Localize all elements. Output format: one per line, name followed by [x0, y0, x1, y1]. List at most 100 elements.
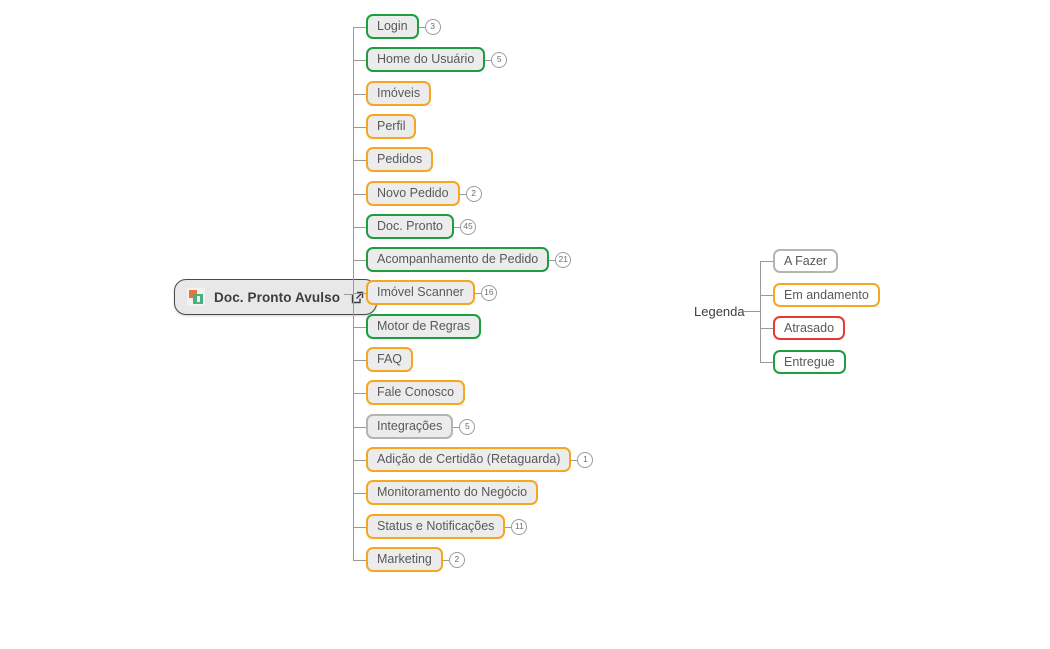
branch-node[interactable]: Status e Notificações [366, 514, 506, 539]
child-count-value: 16 [484, 287, 494, 298]
branch-node-label: Acompanhamento de Pedido [377, 252, 539, 267]
child-count-value: 2 [454, 554, 460, 565]
root-node-doc-pronto-avulso[interactable]: Doc. Pronto Avulso [174, 279, 378, 315]
root-node-label: Doc. Pronto Avulso [214, 289, 341, 305]
branch-connector [353, 459, 366, 461]
child-count-badge[interactable]: 2 [448, 551, 465, 568]
child-count-value: 45 [463, 221, 473, 232]
branch-connector [353, 226, 366, 228]
branch-node[interactable]: Acompanhamento de Pedido [366, 247, 550, 272]
branch-node-label: Integrações [377, 419, 443, 434]
branch-node[interactable]: Integrações [366, 414, 454, 439]
child-count-badge[interactable]: 11 [511, 518, 528, 535]
badge-connector [453, 426, 460, 428]
badge-connector [442, 559, 449, 561]
legend-connector [760, 328, 773, 329]
root-connector [344, 294, 353, 295]
legend-root-connector [744, 311, 760, 312]
branch-connector [353, 559, 366, 561]
branch-node-label: Fale Conosco [377, 385, 455, 400]
legend-trunk-line [760, 261, 761, 362]
legend-connector [760, 295, 773, 296]
child-count-badge[interactable]: 3 [424, 18, 441, 35]
badge-connector [571, 459, 578, 461]
branch-node-label: Perfil [377, 119, 406, 134]
branch-connector [353, 492, 366, 494]
branch-connector [353, 326, 366, 328]
branch-connector [353, 26, 366, 28]
branch-node-label: Motor de Regras [377, 319, 471, 334]
child-count-value: 3 [430, 21, 435, 32]
legend-item[interactable]: Entregue [773, 350, 846, 374]
branch-node[interactable]: Motor de Regras [366, 314, 482, 339]
branch-node[interactable]: Pedidos [366, 147, 434, 172]
child-count-badge[interactable]: 1 [577, 451, 594, 468]
child-count-badge[interactable]: 5 [491, 51, 508, 68]
branch-node-label: Status e Notificações [377, 519, 495, 534]
branch-connector [353, 392, 366, 394]
legend-item-label: A Fazer [784, 253, 828, 268]
branch-node[interactable]: Doc. Pronto [366, 214, 455, 239]
branch-node-label: Imóvel Scanner [377, 285, 464, 300]
branch-connector [353, 193, 366, 195]
badge-connector [474, 292, 481, 294]
badge-connector [418, 26, 425, 28]
child-count-value: 1 [583, 454, 588, 465]
branch-node-label: Adição de Certidão (Retaguarda) [377, 452, 561, 467]
branch-connector [353, 93, 366, 95]
branch-node-label: Home do Usuário [377, 52, 475, 67]
legend-item[interactable]: A Fazer [773, 249, 839, 273]
legend-connector [760, 362, 773, 363]
branch-node[interactable]: Login [366, 14, 419, 39]
legend-connector [760, 261, 773, 262]
branch-node[interactable]: Adição de Certidão (Retaguarda) [366, 447, 572, 472]
branch-connector [353, 426, 366, 428]
branch-node-label: Marketing [377, 552, 432, 567]
branch-node-label: FAQ [377, 352, 403, 367]
branch-connector [353, 359, 366, 361]
legend-item-label: Em andamento [784, 287, 869, 302]
branch-connector [353, 292, 366, 294]
branch-node-label: Pedidos [377, 152, 423, 167]
branch-node-label: Novo Pedido [377, 186, 449, 201]
child-count-value: 21 [558, 254, 568, 265]
legend-item-label: Entregue [784, 354, 835, 369]
legend-item[interactable]: Em andamento [773, 283, 880, 307]
branch-node[interactable]: Home do Usuário [366, 47, 486, 72]
child-count-value: 5 [464, 421, 470, 432]
branch-node[interactable]: Fale Conosco [366, 380, 466, 405]
badge-connector [454, 226, 461, 228]
child-count-value: 5 [496, 54, 502, 65]
branch-node[interactable]: Novo Pedido [366, 181, 460, 206]
legend-title: Legenda [694, 304, 745, 319]
child-count-badge[interactable]: 5 [459, 418, 476, 435]
child-count-value: 11 [515, 521, 524, 532]
branch-connector [353, 159, 366, 161]
badge-connector [505, 526, 512, 528]
branch-node[interactable]: Marketing [366, 547, 443, 572]
branch-connector [353, 59, 366, 61]
branch-node-label: Imóveis [377, 86, 421, 101]
badge-connector [549, 259, 556, 261]
branch-node[interactable]: Imóveis [366, 81, 432, 106]
child-count-badge[interactable]: 2 [465, 185, 482, 202]
child-count-badge[interactable]: 16 [480, 284, 497, 301]
branch-connector [353, 259, 366, 261]
branch-connector [353, 526, 366, 528]
branch-node[interactable]: FAQ [366, 347, 414, 372]
legend-item[interactable]: Atrasado [773, 316, 846, 340]
branch-node[interactable]: Imóvel Scanner [366, 280, 475, 305]
branch-node-label: Login [377, 19, 408, 34]
app-icon [187, 288, 205, 306]
branch-node[interactable]: Monitoramento do Negócio [366, 480, 539, 505]
branch-connector [353, 126, 366, 128]
branch-node[interactable]: Perfil [366, 114, 417, 139]
badge-connector [485, 59, 492, 61]
child-count-value: 2 [471, 188, 476, 199]
child-count-badge[interactable]: 21 [555, 251, 572, 268]
child-count-badge[interactable]: 45 [460, 218, 477, 235]
legend-item-label: Atrasado [784, 320, 835, 335]
badge-connector [459, 193, 466, 195]
branch-node-label: Doc. Pronto [377, 219, 444, 234]
